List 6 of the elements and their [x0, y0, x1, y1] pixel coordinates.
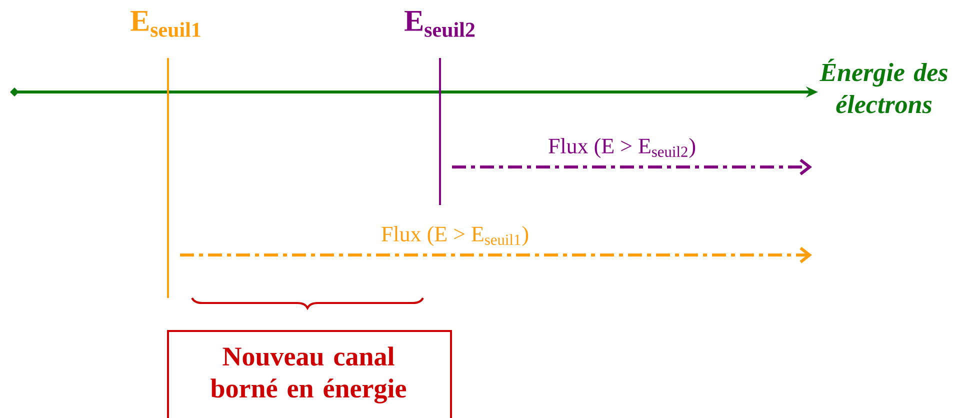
threshold-label: E$_{seuil1}$	[130, 11, 200, 37]
flux-label: Flux (E > E$_{seuil1}$)	[382, 226, 528, 246]
axis-label: Énergie des électrons	[820, 58, 948, 114]
threshold-label: E$_{seuil2}$	[404, 11, 475, 37]
text-box: Nouveau canal borné en énergie	[167, 330, 452, 418]
flux-label: Flux (E > E$_{seuil2}$)	[548, 138, 696, 158]
